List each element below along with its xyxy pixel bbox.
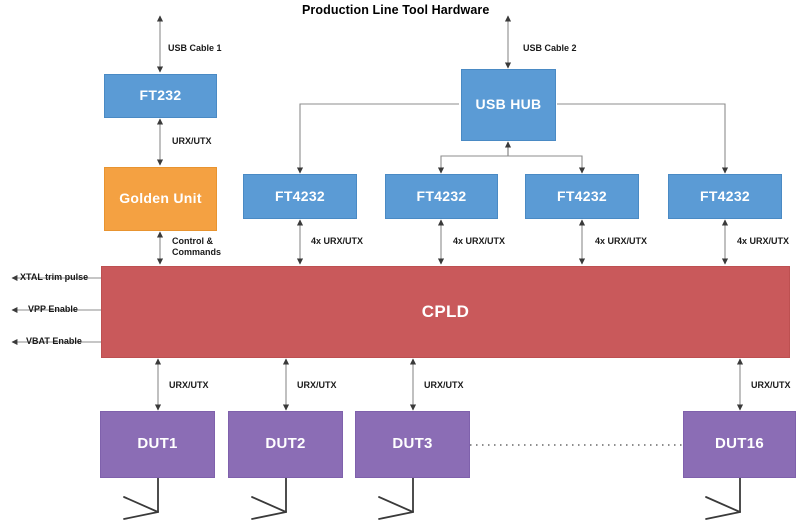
connector-hub-ft4232-3 bbox=[507, 142, 586, 174]
antenna-icon-dut16 bbox=[705, 477, 741, 520]
antenna-icon-dut1 bbox=[123, 477, 159, 520]
block-dut16[interactable]: DUT16 bbox=[683, 411, 796, 478]
label-vbat-enable: VBAT Enable bbox=[26, 336, 82, 346]
block-cpld[interactable]: CPLD bbox=[101, 266, 790, 358]
label-4x-urx-utx-1: 4x URX/UTX bbox=[311, 236, 364, 246]
label-urx-utx-golden: URX/UTX bbox=[172, 136, 212, 146]
block-ft4232-4[interactable]: FT4232 bbox=[668, 174, 782, 219]
label-usb-cable-1: USB Cable 1 bbox=[168, 43, 222, 53]
diagram-title: Production Line Tool Hardware bbox=[302, 3, 490, 17]
connector-hub-ft4232-1 bbox=[296, 103, 459, 174]
label-urx-utx-dut3: URX/UTX bbox=[424, 380, 464, 390]
label-xtal-trim-pulse: XTAL trim pulse bbox=[20, 272, 89, 282]
block-golden-unit[interactable]: Golden Unit bbox=[104, 167, 217, 231]
block-dut1[interactable]: DUT1 bbox=[100, 411, 215, 478]
block-dut3[interactable]: DUT3 bbox=[355, 411, 470, 478]
block-ft4232-2[interactable]: FT4232 bbox=[385, 174, 498, 219]
label-urx-utx-dut16: URX/UTX bbox=[751, 380, 791, 390]
label-vpp-enable: VPP Enable bbox=[28, 304, 78, 314]
label-control-commands: Control & Commands bbox=[172, 236, 222, 258]
label-4x-urx-utx-2: 4x URX/UTX bbox=[453, 236, 506, 246]
label-usb-cable-2: USB Cable 2 bbox=[523, 43, 577, 53]
block-ft4232-3[interactable]: FT4232 bbox=[525, 174, 639, 219]
block-ft232[interactable]: FT232 bbox=[104, 74, 217, 118]
connector-hub-ft4232-2 bbox=[437, 142, 509, 174]
block-dut2[interactable]: DUT2 bbox=[228, 411, 343, 478]
antenna-icon-dut2 bbox=[251, 477, 287, 520]
label-urx-utx-dut1: URX/UTX bbox=[169, 380, 209, 390]
block-usb-hub[interactable]: USB HUB bbox=[461, 69, 556, 141]
label-4x-urx-utx-4: 4x URX/UTX bbox=[737, 236, 790, 246]
label-4x-urx-utx-3: 4x URX/UTX bbox=[595, 236, 648, 246]
antenna-icon-dut3 bbox=[378, 477, 414, 520]
connector-hub-ft4232-4 bbox=[557, 103, 729, 174]
label-urx-utx-dut2: URX/UTX bbox=[297, 380, 337, 390]
block-ft4232-1[interactable]: FT4232 bbox=[243, 174, 357, 219]
